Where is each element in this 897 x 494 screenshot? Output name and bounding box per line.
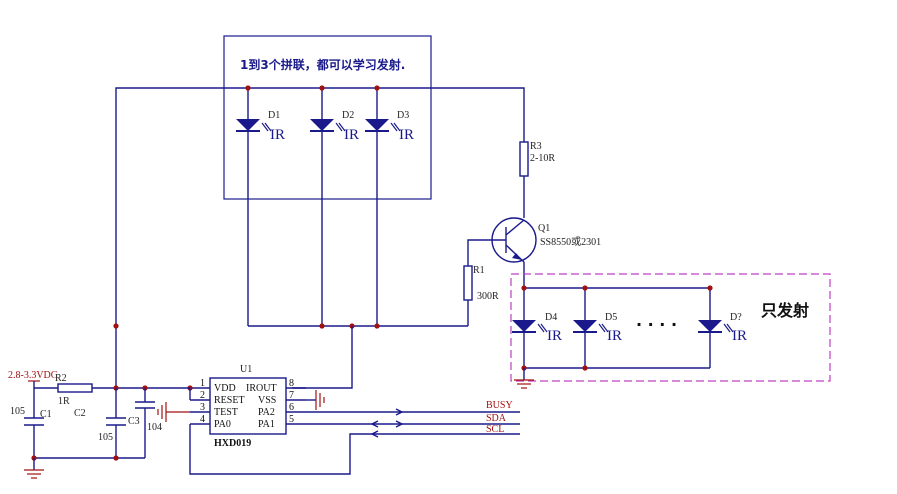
u1-pin1-num: 1 bbox=[200, 378, 205, 389]
r1-value: 300R bbox=[477, 291, 499, 302]
u1-pin7-num: 7 bbox=[289, 390, 294, 401]
u1-pin8-name: IROUT bbox=[246, 383, 277, 394]
resistor-r3: R3 2-10R bbox=[519, 141, 555, 218]
r2-ref: R2 bbox=[55, 373, 67, 384]
u1-pin5-name: PA1 bbox=[258, 419, 275, 430]
capacitor-c4: 104 bbox=[135, 388, 162, 458]
ellipsis-dots: · · · · bbox=[636, 315, 677, 334]
d3-type: IR bbox=[399, 127, 414, 143]
sda-label: SDA bbox=[486, 413, 507, 424]
capacitor-c3: C3 105 bbox=[98, 388, 140, 458]
r1-ref: R1 bbox=[473, 265, 485, 276]
u1-pin6-name: PA2 bbox=[258, 407, 275, 418]
d5-type: IR bbox=[607, 328, 622, 344]
d7-ref: D? bbox=[730, 312, 742, 323]
ic-u1: U1 VDD RESET TEST PA0 1 2 3 4 IROUT VSS … bbox=[190, 364, 306, 449]
capacitor-c1: C1 105 bbox=[10, 388, 52, 458]
u1-pin1-name: VDD bbox=[214, 383, 236, 394]
c2-ref: C2 bbox=[74, 408, 86, 419]
u1-pin3-num: 3 bbox=[200, 402, 205, 413]
d7-type: IR bbox=[732, 328, 747, 344]
c1-ref: C1 bbox=[40, 409, 52, 420]
ground-symbol-emit bbox=[514, 368, 534, 389]
r3-ref: R3 bbox=[530, 141, 542, 152]
u1-pin6-num: 6 bbox=[289, 402, 294, 413]
resistor-r1: R1 300R bbox=[463, 265, 499, 326]
emit-only-label: 只发射 bbox=[761, 301, 809, 320]
u1-pin3-name: TEST bbox=[214, 407, 238, 418]
u1-pin2-name: RESET bbox=[214, 395, 245, 406]
q1-ref: Q1 bbox=[538, 223, 550, 234]
u1-pin8-num: 8 bbox=[289, 378, 294, 389]
scl-label: SCL bbox=[486, 424, 504, 435]
led-d4: D4 IR bbox=[511, 312, 562, 344]
parallel-led-group-box bbox=[223, 35, 432, 200]
led-d3: D3 IR bbox=[364, 110, 414, 143]
u1-pin7-name: VSS bbox=[258, 395, 276, 406]
c3-value: 105 bbox=[98, 432, 113, 443]
supply-label: 2.8-3.3VDC bbox=[8, 370, 58, 381]
irout-wire bbox=[292, 326, 353, 389]
u1-pin4-name: PA0 bbox=[214, 419, 231, 430]
d2-ref: D2 bbox=[342, 110, 354, 121]
u1-pin4-num: 4 bbox=[200, 414, 205, 425]
resistor-r2: R2 1R bbox=[55, 373, 93, 407]
ground-symbol-vss bbox=[306, 390, 325, 410]
c4-value: 104 bbox=[147, 422, 162, 433]
top-supply-rail bbox=[115, 87, 525, 388]
c1-value: 105 bbox=[10, 406, 25, 417]
parallel-note: 1到3个拼联，都可以学习发射. bbox=[240, 57, 405, 72]
d5-ref: D5 bbox=[605, 312, 617, 323]
d2-type: IR bbox=[344, 127, 359, 143]
r2-value: 1R bbox=[58, 396, 70, 407]
ground-symbol-main bbox=[24, 458, 44, 479]
q1-value: SS8550或2301 bbox=[540, 236, 601, 248]
busy-label: BUSY bbox=[486, 400, 513, 411]
led-d1: D1 IR bbox=[235, 110, 285, 143]
r3-value: 2-10R bbox=[530, 153, 555, 164]
led-d2: D2 IR bbox=[309, 110, 359, 143]
u1-part: HXD019 bbox=[214, 438, 251, 449]
u1-pin2-num: 2 bbox=[200, 390, 205, 401]
d1-ref: D1 bbox=[268, 110, 280, 121]
ground-symbol-test bbox=[157, 402, 190, 422]
c3-ref: C3 bbox=[128, 416, 140, 427]
d3-ref: D3 bbox=[397, 110, 409, 121]
pa0-scl-wire bbox=[189, 424, 520, 475]
u1-pin5-num: 5 bbox=[289, 414, 294, 425]
transistor-q1: Q1 SS8550或2301 bbox=[467, 217, 601, 288]
led-d5: D5 IR bbox=[572, 312, 622, 344]
emit-only-group-box bbox=[510, 273, 831, 382]
led-d7: D? IR bbox=[697, 312, 747, 344]
d1-type: IR bbox=[270, 127, 285, 143]
u1-ref: U1 bbox=[240, 364, 252, 375]
d4-ref: D4 bbox=[545, 312, 557, 323]
d4-type: IR bbox=[547, 328, 562, 344]
